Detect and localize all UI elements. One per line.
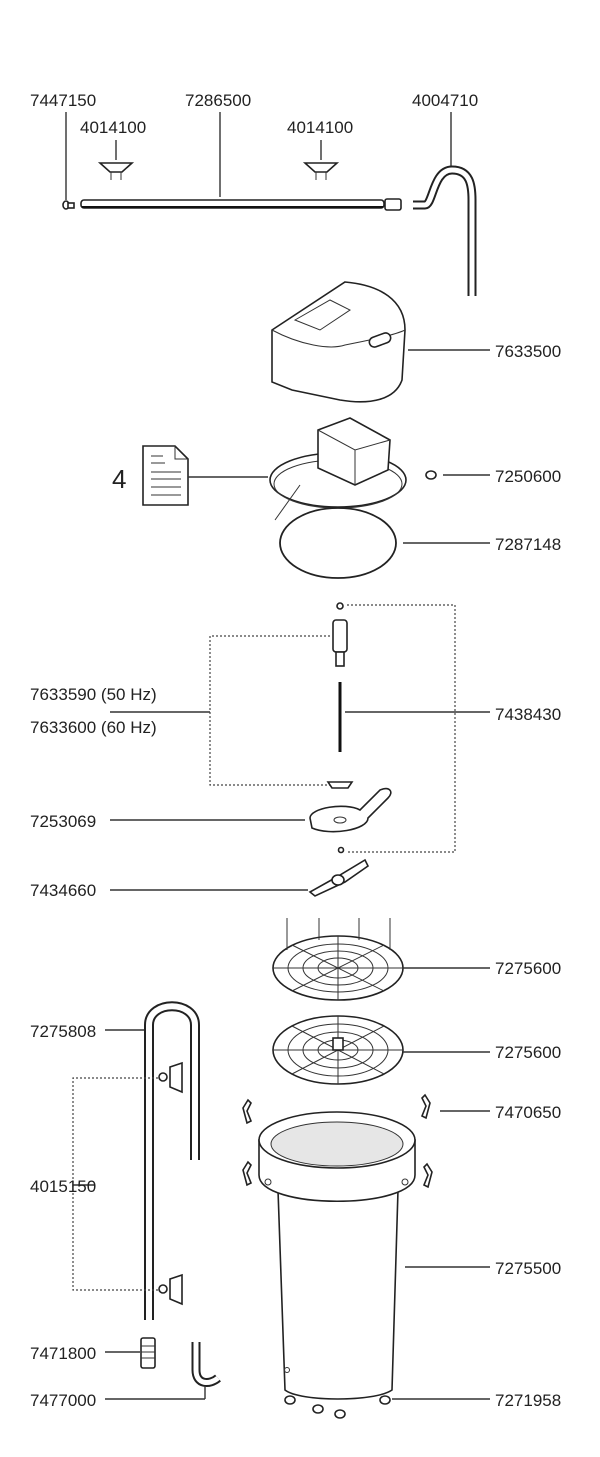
label-axle: 7438430: [495, 705, 561, 724]
motor-head-part: [269, 417, 407, 521]
outlet-bend-part: [413, 112, 477, 296]
feet-part: [284, 1395, 490, 1419]
label-intake-tube: 7275808: [30, 1022, 96, 1041]
label-motor-60hz: 7633600 (60 Hz): [30, 718, 157, 737]
label-clips: 7470650: [495, 1103, 561, 1122]
label-elbow: 7477000: [30, 1391, 96, 1410]
label-seal-ring: 7287148: [495, 535, 561, 554]
label-spray-bar: 7286500: [185, 91, 251, 110]
intake-tube-part: [105, 1001, 200, 1320]
label-suction-cup-b: 4014100: [287, 118, 353, 137]
label-intake-suction-cups: 4015150: [30, 1177, 96, 1196]
motor-bracket: [110, 604, 456, 853]
manual-document-icon: 4: [112, 445, 268, 506]
canister-part: [258, 1111, 490, 1400]
label-check-valve: 7447150: [30, 91, 96, 110]
suction-cup-a-part: [97, 140, 135, 180]
label-grid-top: 7275600: [495, 959, 561, 978]
seal-ring-part: [279, 507, 490, 579]
label-outlet-bend: 4004710: [412, 91, 478, 110]
intake-strainer-part: [105, 1337, 156, 1369]
suction-cup-b-part: [302, 140, 340, 180]
label-feet: 7271958: [495, 1391, 561, 1410]
label-impeller: 7434660: [30, 881, 96, 900]
rotor-part: [326, 602, 490, 789]
intake-suction-cups-part: [72, 1061, 183, 1306]
label-motor-50hz: 7633590 (50 Hz): [30, 685, 157, 704]
label-manual-number: 4: [112, 464, 126, 494]
check-valve-part: [62, 112, 75, 210]
clips-part: [242, 1093, 490, 1189]
label-impeller-cover: 7253069: [30, 812, 96, 831]
elbow-part: [105, 1342, 221, 1400]
impeller-part: [110, 846, 370, 897]
impeller-cover-part: [110, 787, 392, 833]
o-ring-part: [425, 470, 490, 480]
spray-bar-part: [80, 112, 402, 211]
label-suction-cup-a: 4014100: [80, 118, 146, 137]
label-intake-strainer: 7471800: [30, 1344, 96, 1363]
grid-top-part: [272, 918, 490, 1001]
label-canister: 7275500: [495, 1259, 561, 1278]
pump-cover-part: [271, 281, 490, 403]
label-o-ring: 7250600: [495, 467, 561, 486]
label-pump-cover: 7633500: [495, 342, 561, 361]
label-grid-bottom: 7275600: [495, 1043, 561, 1062]
grid-bottom-part: [272, 1015, 490, 1085]
